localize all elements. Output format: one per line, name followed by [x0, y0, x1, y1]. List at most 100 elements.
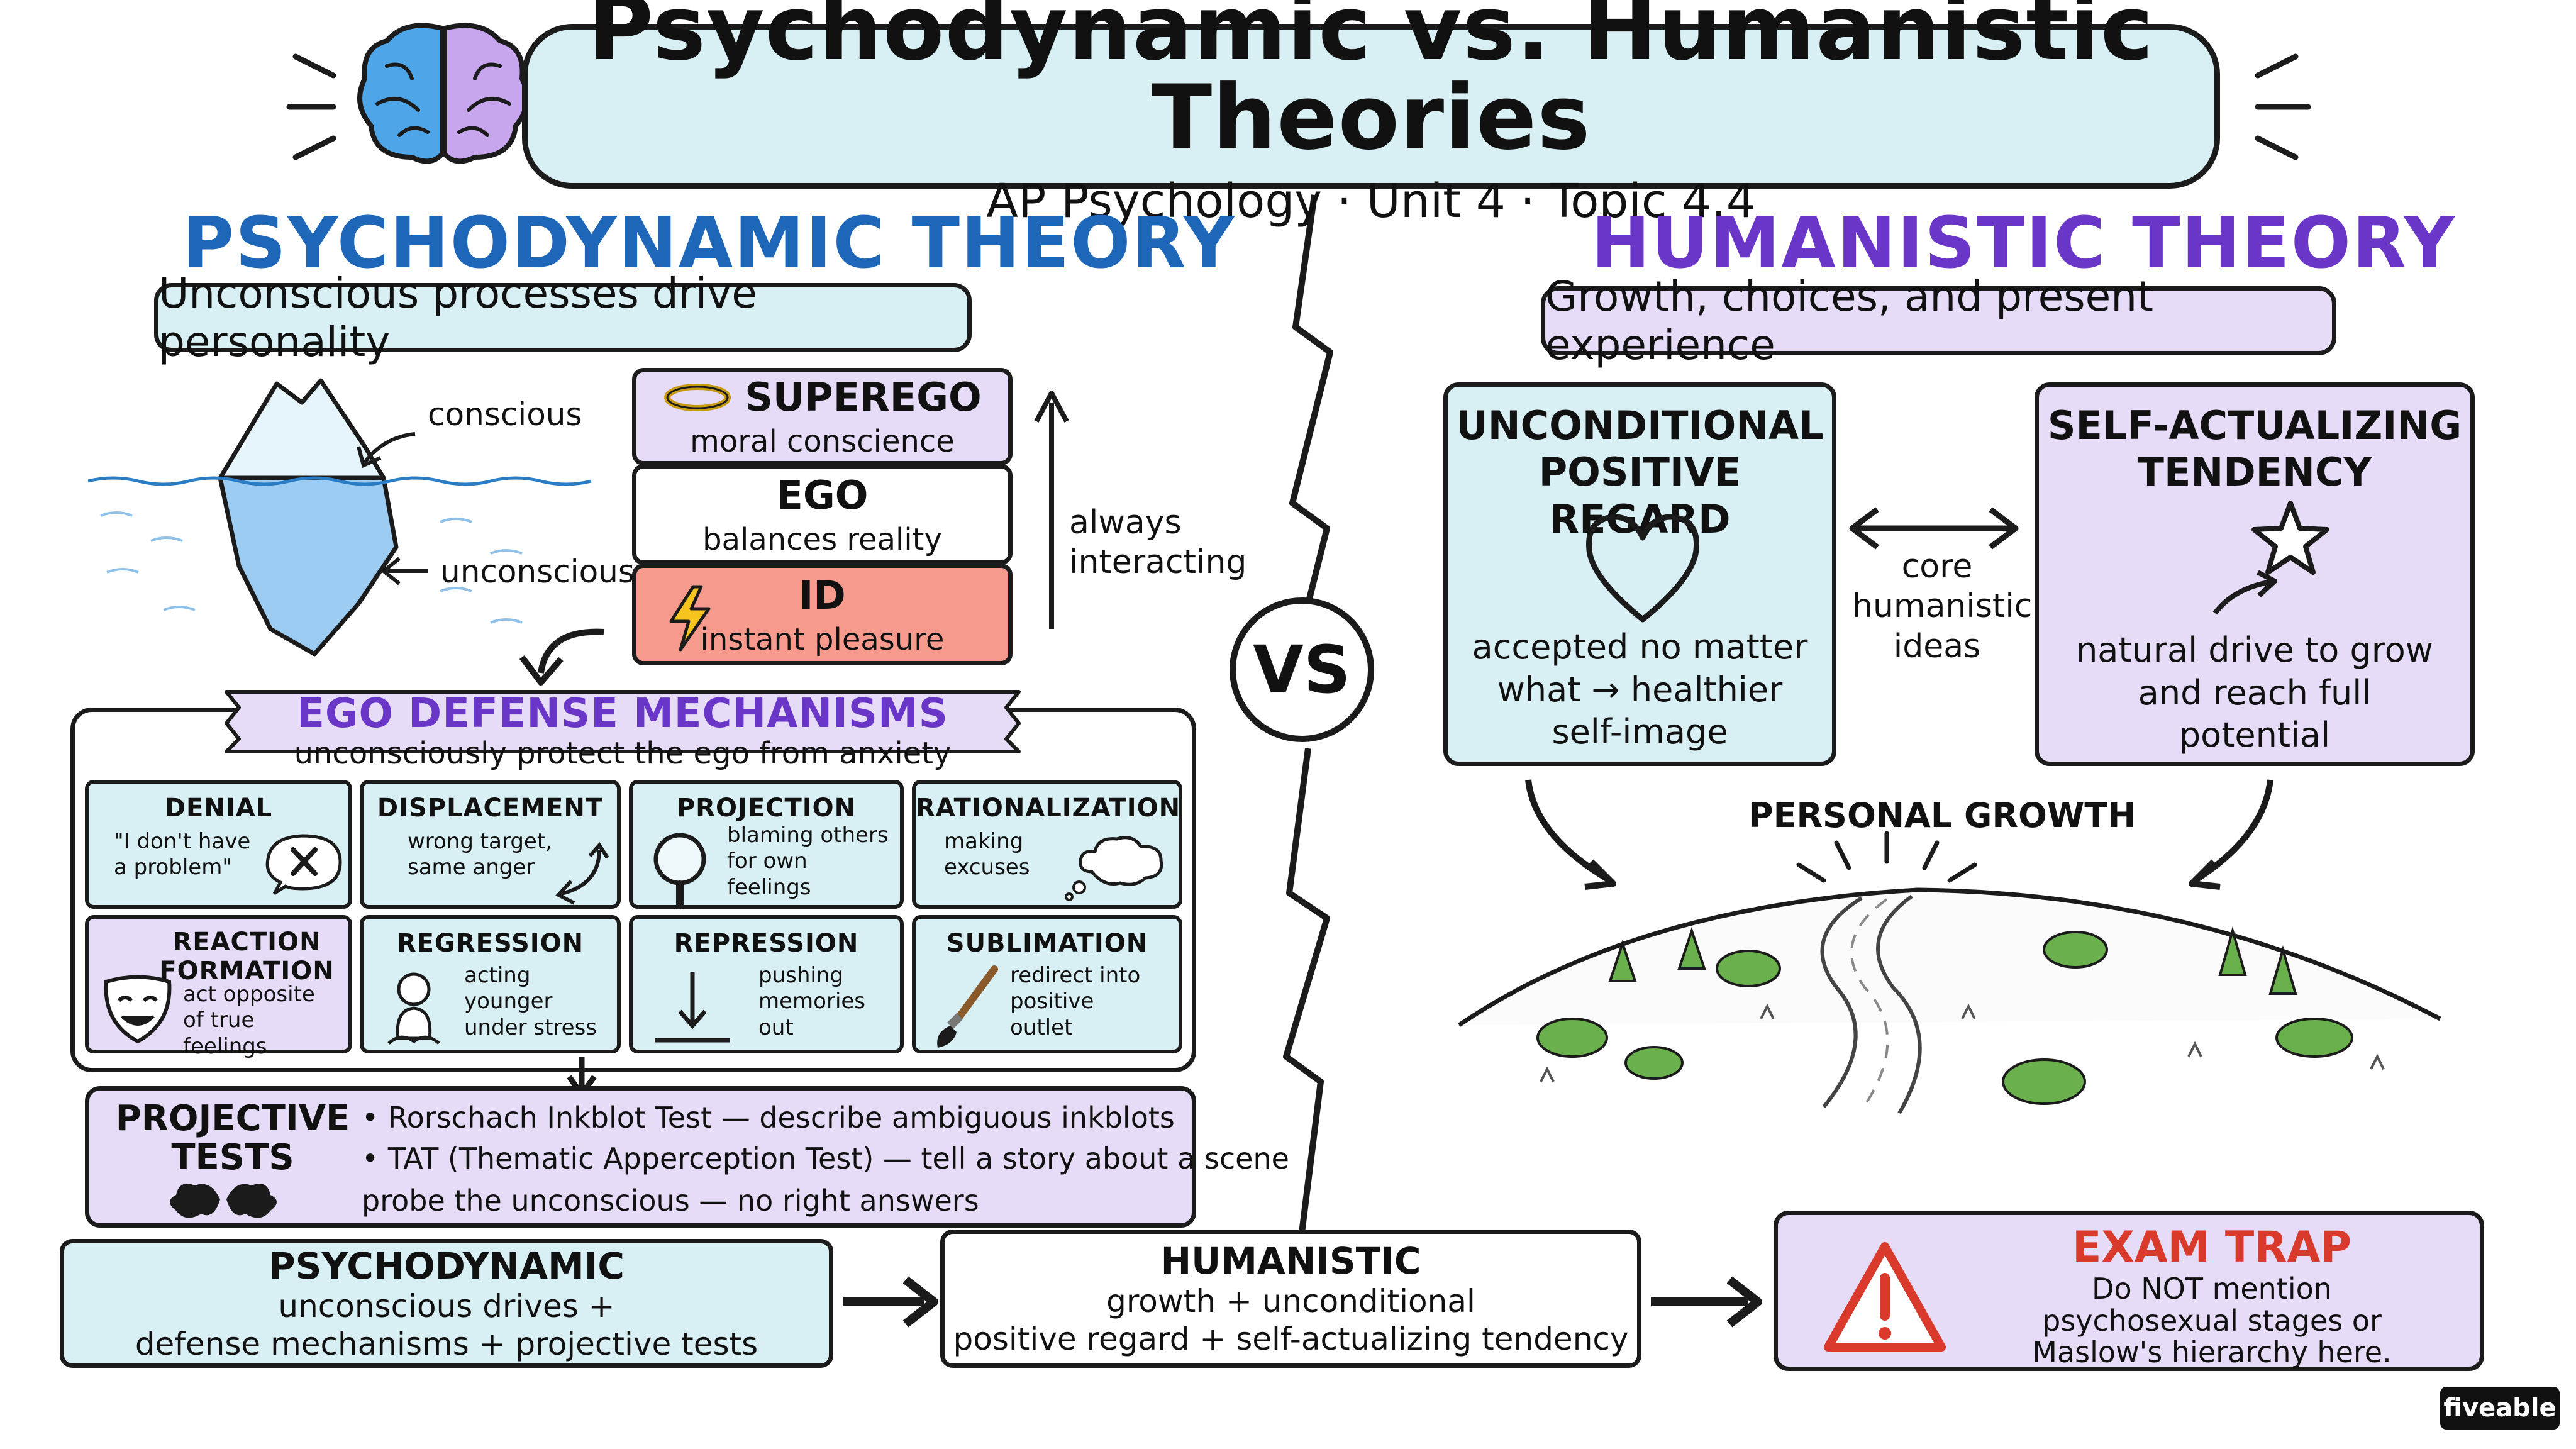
summary-psychodynamic: PSYCHODYNAMIC unconscious drives + defen…	[60, 1239, 833, 1368]
superego-desc: moral conscience	[690, 424, 955, 459]
regard-title: UNCONDITIONAL POSITIVE REGARD	[1456, 402, 1824, 542]
unconscious-label: unconscious	[440, 553, 635, 590]
warning-icon	[1824, 1242, 1946, 1352]
down-arrow-icon	[655, 972, 730, 1043]
defense-card-desc: pushing memories out	[758, 963, 866, 1040]
bullet-text: Rorschach Inkblot Test — describe ambigu…	[387, 1101, 1175, 1135]
defense-card-title: DENIAL	[164, 794, 273, 823]
tendency-desc: natural drive to grow and reach full pot…	[2076, 630, 2433, 755]
defense-card-title: PROJECTION	[676, 794, 857, 823]
self-actualizing-tendency-card: SELF-ACTUALIZING TENDENCY natural drive …	[2035, 382, 2475, 766]
magnifying-glass-icon	[653, 833, 706, 909]
superego-layer: SUPEREGO moral conscience	[632, 368, 1013, 465]
summary-psychodynamic-desc: unconscious drives + defense mechanisms …	[135, 1287, 758, 1362]
defense-card-desc: redirect into positive outlet	[1010, 963, 1141, 1040]
defense-subtitle: unconsciously protect the ego from anxie…	[294, 736, 952, 771]
defense-card-title: REACTION FORMATION	[159, 928, 335, 985]
tendency-title: SELF-ACTUALIZING TENDENCY	[2047, 402, 2462, 496]
lightning-bolt-icon	[669, 585, 711, 652]
humanistic-tagline: Growth, choices, and present experience	[1541, 272, 2336, 369]
vs-badge: VS	[1230, 597, 1374, 742]
defense-card-desc: wrong target, same anger	[408, 829, 552, 880]
theater-mask-icon	[104, 975, 172, 1044]
lightning-divider-lower	[1283, 748, 1330, 1233]
id-desc: instant pleasure	[700, 621, 945, 657]
unconditional-positive-regard-card: UNCONDITIONAL POSITIVE REGARD accepted n…	[1443, 382, 1836, 766]
summary-humanistic-title: HUMANISTIC	[1160, 1240, 1421, 1282]
bullet-text: TAT (Thematic Apperception Test) — tell …	[387, 1141, 1289, 1175]
defense-title-ribbon	[225, 690, 1021, 753]
growth-hill-illustration	[1458, 831, 2441, 1114]
psychodynamic-heading: PSYCHODYNAMIC THEORY	[182, 203, 1236, 284]
curved-arrow-icon	[538, 628, 604, 674]
defense-card-desc: blaming others for own feelings	[727, 823, 889, 900]
projective-bullet-1: • Rorschach Inkblot Test — describe ambi…	[362, 1101, 1175, 1135]
defense-card-repression: REPRESSION pushing memories out	[629, 915, 904, 1053]
halo-icon	[664, 383, 731, 411]
defense-card-sublimation: SUBLIMATION redirect into positive outle…	[912, 915, 1182, 1053]
projective-note: probe the unconscious — no right answers	[362, 1184, 979, 1218]
projective-bullet-2: • TAT (Thematic Apperception Test) — tel…	[362, 1141, 1289, 1175]
defense-card-rationalization: RATIONALIZATION making excuses	[912, 780, 1182, 909]
page-subtitle: AP Psychology · Unit 4 · Topic 4.4	[986, 174, 1756, 228]
bullet-dot: •	[362, 1141, 388, 1175]
exam-trap-desc: Do NOT mention psychosexual stages or Ma…	[2032, 1272, 2392, 1370]
summary-arrow-2	[1651, 1276, 1762, 1328]
defense-card-reaction-formation: REACTION FORMATION act opposite of true …	[85, 915, 352, 1059]
title-banner: Psychodynamic vs. Humanistic Theories AP…	[522, 0, 2220, 228]
brand-logo: fiveable	[2440, 1387, 2560, 1430]
arrow-right-to-growth	[2193, 779, 2273, 884]
regard-desc: accepted no matter what → healthier self…	[1472, 627, 1808, 752]
defense-card-regression: REGRESSION acting younger under stress	[360, 915, 621, 1053]
projective-tests-title: PROJECTIVE TESTS	[115, 1098, 350, 1178]
speech-bubble-x-icon	[265, 834, 342, 896]
defense-card-title: RATIONALIZATION	[916, 794, 1181, 823]
conscious-label: conscious	[428, 396, 582, 433]
ego-layer: EGO balances reality	[632, 464, 1013, 565]
iceberg-icon	[88, 378, 592, 657]
defense-card-denial: DENIAL "I don't have a problem"	[85, 780, 352, 909]
summary-humanistic-desc: growth + unconditional positive regard +…	[953, 1283, 1629, 1357]
brand-label: fiveable	[2443, 1394, 2557, 1423]
arrow-left-to-growth	[1525, 779, 1612, 884]
vs-label: VS	[1253, 631, 1351, 708]
redirect-arrow-icon	[555, 842, 609, 905]
exam-trap-box: EXAM TRAP Do NOT mention psychosexual st…	[1774, 1211, 2484, 1371]
heart-icon	[1586, 514, 1699, 623]
defense-card-title: REPRESSION	[674, 929, 859, 958]
brain-icon	[357, 23, 530, 164]
core-humanistic-ideas-note: core humanistic ideas	[1852, 548, 2033, 665]
always-interacting-note: always interacting	[1069, 504, 1247, 582]
thought-cloud-icon	[1065, 836, 1163, 901]
defense-card-title: REGRESSION	[396, 929, 584, 958]
humanistic-heading: HUMANISTIC THEORY	[1591, 203, 2457, 284]
defense-card-desc: acting younger under stress	[464, 963, 597, 1040]
defense-card-desc: "I don't have a problem"	[114, 829, 251, 880]
bullet-dot: •	[362, 1101, 388, 1135]
id-layer: ID instant pleasure	[632, 564, 1013, 665]
ego-title: EGO	[776, 472, 869, 518]
defense-card-desc: act opposite of true feelings	[183, 982, 315, 1059]
id-title: ID	[799, 572, 846, 618]
superego-title: SUPEREGO	[745, 374, 982, 420]
defense-title: EGO DEFENSE MECHANISMS	[297, 691, 948, 737]
defense-card-projection: PROJECTION blaming others for own feelin…	[629, 780, 904, 909]
defense-card-displacement: DISPLACEMENT wrong target, same anger	[360, 780, 621, 909]
title-accent-lines	[286, 53, 2311, 160]
double-arrow-icon	[1849, 507, 2019, 550]
inkblot-icon	[170, 1184, 277, 1218]
personal-growth-label: PERSONAL GROWTH	[1748, 796, 2136, 835]
defense-card-desc: making excuses	[944, 829, 1030, 880]
child-figure-icon	[387, 972, 440, 1045]
up-arrow-icon	[1034, 391, 1069, 629]
lightning-divider	[1289, 194, 1333, 605]
paintbrush-icon	[937, 965, 998, 1048]
summary-arrow-1	[843, 1276, 938, 1328]
defense-card-title: SUBLIMATION	[946, 929, 1148, 958]
exam-trap-title: EXAM TRAP	[2072, 1223, 2352, 1272]
ego-desc: balances reality	[702, 521, 942, 557]
summary-humanistic: HUMANISTIC growth + unconditional positi…	[940, 1230, 1641, 1368]
defense-card-title: DISPLACEMENT	[377, 794, 604, 823]
summary-psychodynamic-title: PSYCHODYNAMIC	[269, 1244, 625, 1287]
